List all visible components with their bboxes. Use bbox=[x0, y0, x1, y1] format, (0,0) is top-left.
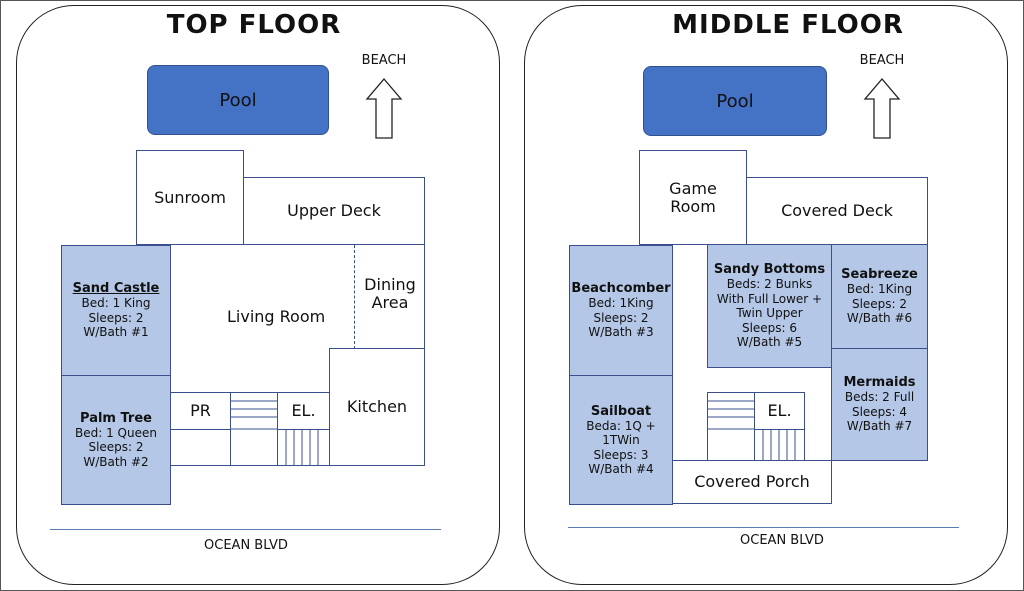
palm-tree-sleeps: Sleeps: 2 bbox=[88, 440, 144, 455]
top-street-label: OCEAN BLVD bbox=[204, 538, 288, 553]
sailboat-name: Sailboat bbox=[590, 403, 652, 419]
palm-tree-name: Palm Tree bbox=[80, 410, 152, 426]
seabreeze-bed: Bed: 1King bbox=[846, 282, 913, 297]
top-stairs-icon bbox=[230, 392, 278, 466]
sailboat-bed-2: 1TWin bbox=[602, 433, 640, 447]
beachcomber-bed: Bed: 1King bbox=[588, 296, 654, 311]
middle-pool: Pool bbox=[643, 66, 827, 136]
sandy-bottoms-sleeps: Sleeps: 6 bbox=[741, 320, 798, 335]
mermaids-sleeps: Sleeps: 4 bbox=[851, 404, 908, 419]
middle-beach-label: BEACH bbox=[859, 53, 905, 68]
top-beach-arrow-icon bbox=[365, 77, 403, 139]
top-powder-room: PR bbox=[170, 392, 231, 430]
middle-covered-deck: Covered Deck bbox=[746, 177, 928, 245]
top-upper-deck-label: Upper Deck bbox=[287, 201, 381, 220]
middle-bedroom-sailboat: Sailboat Beda: 1Q + 1TWin Sleeps: 3 W/Ba… bbox=[569, 375, 673, 505]
top-upper-deck: Upper Deck bbox=[243, 177, 425, 245]
sand-castle-bath: W/Bath #1 bbox=[83, 325, 149, 340]
top-pool: Pool bbox=[147, 65, 329, 135]
top-pr-label: PR bbox=[190, 401, 211, 420]
top-kitchen-label: Kitchen bbox=[346, 397, 408, 416]
mermaids-bath: W/Bath #7 bbox=[846, 419, 913, 434]
sailboat-bed-1: Beda: 1Q + bbox=[586, 418, 656, 433]
middle-bedroom-mermaids: Mermaids Beds: 2 Full Sleeps: 4 W/Bath #… bbox=[831, 348, 928, 461]
middle-game-room: Game Room bbox=[639, 150, 747, 245]
covered-porch-label: Covered Porch bbox=[694, 472, 810, 491]
top-dining-divider bbox=[354, 245, 355, 349]
game-room-label-1: Game bbox=[669, 178, 717, 198]
top-stair-box-left bbox=[170, 429, 231, 466]
top-dining-area: Dining Area bbox=[355, 276, 425, 312]
covered-deck-label: Covered Deck bbox=[781, 201, 893, 220]
top-kitchen: Kitchen bbox=[329, 348, 425, 466]
sandy-bottoms-bed-1: Beds: 2 Bunks bbox=[726, 277, 813, 292]
seabreeze-bath: W/Bath #6 bbox=[846, 311, 913, 326]
top-floor-title: TOP FLOOR bbox=[166, 10, 342, 40]
middle-bedroom-sandy-bottoms: Sandy Bottoms Beds: 2 Bunks With Full Lo… bbox=[707, 244, 832, 368]
palm-tree-bed: Bed: 1 Queen bbox=[75, 425, 157, 440]
seabreeze-name: Seabreeze bbox=[841, 267, 918, 283]
middle-bedroom-seabreeze: Seabreeze Bed: 1King Sleeps: 2 W/Bath #6 bbox=[831, 244, 928, 349]
top-beach-label: BEACH bbox=[361, 53, 407, 68]
sandy-bottoms-bed-3: Twin Upper bbox=[736, 306, 803, 321]
middle-stairs-icon bbox=[707, 392, 755, 461]
middle-street-line bbox=[568, 527, 959, 528]
sandy-bottoms-bath: W/Bath #5 bbox=[736, 335, 803, 350]
top-elevator-label: EL. bbox=[291, 401, 316, 420]
middle-floor-title: MIDDLE FLOOR bbox=[672, 10, 904, 40]
middle-street-label: OCEAN BLVD bbox=[740, 533, 824, 548]
top-bedroom-sand-castle: Sand Castle Bed: 1 King Sleeps: 2 W/Bath… bbox=[61, 245, 171, 376]
sand-castle-sleeps: Sleeps: 2 bbox=[88, 310, 144, 325]
sand-castle-bed: Bed: 1 King bbox=[81, 296, 151, 311]
middle-bedroom-beachcomber: Beachcomber Bed: 1King Sleeps: 2 W/Bath … bbox=[569, 245, 673, 376]
palm-tree-bath: W/Bath #2 bbox=[83, 454, 149, 469]
top-stair-landing-icon bbox=[277, 429, 330, 466]
game-room-label-2: Room bbox=[670, 196, 716, 216]
middle-beach-arrow-icon bbox=[863, 77, 901, 139]
seabreeze-sleeps: Sleeps: 2 bbox=[851, 296, 908, 311]
middle-elevator-label: EL. bbox=[767, 401, 792, 420]
beachcomber-sleeps: Sleeps: 2 bbox=[593, 310, 649, 325]
sand-castle-name: Sand Castle bbox=[72, 281, 160, 297]
sailboat-bath: W/Bath #4 bbox=[588, 462, 654, 476]
sailboat-sleeps: Sleeps: 3 bbox=[593, 447, 649, 462]
middle-covered-porch: Covered Porch bbox=[672, 460, 832, 504]
top-street-line bbox=[50, 529, 441, 530]
top-elevator: EL. bbox=[277, 392, 330, 430]
sandy-bottoms-bed-2: With Full Lower + bbox=[716, 291, 823, 306]
top-dining-label-2: Area bbox=[371, 293, 409, 312]
top-sunroom-label: Sunroom bbox=[154, 187, 226, 207]
mermaids-name: Mermaids bbox=[843, 375, 916, 391]
top-sunroom: Sunroom bbox=[136, 150, 244, 245]
beachcomber-name: Beachcomber bbox=[571, 281, 671, 297]
middle-stair-landing-icon bbox=[754, 429, 805, 461]
beachcomber-bath: W/Bath #3 bbox=[588, 325, 654, 340]
top-bedroom-palm-tree: Palm Tree Bed: 1 Queen Sleeps: 2 W/Bath … bbox=[61, 375, 171, 505]
sandy-bottoms-name: Sandy Bottoms bbox=[713, 262, 826, 278]
mermaids-bed: Beds: 2 Full bbox=[844, 390, 915, 405]
top-dining-label-1: Dining bbox=[364, 275, 416, 294]
top-living-room-label: Living Room bbox=[227, 307, 326, 326]
middle-elevator: EL. bbox=[754, 392, 805, 430]
